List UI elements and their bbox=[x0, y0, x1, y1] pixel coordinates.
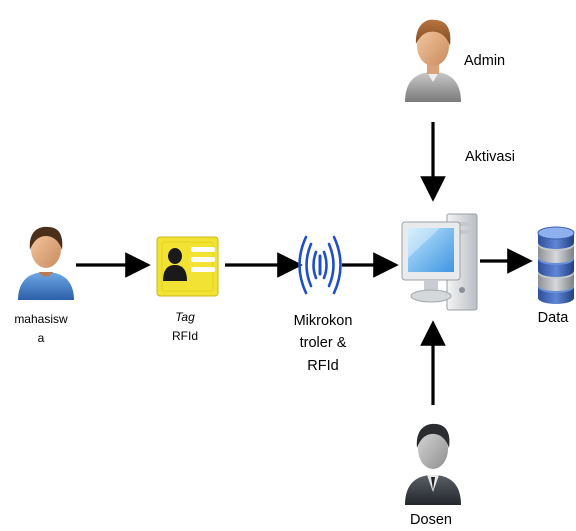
id-card-icon bbox=[156, 236, 219, 297]
database-icon bbox=[537, 226, 575, 304]
mahasiswa-label-line2: a bbox=[37, 331, 45, 346]
mikrokontroler-label-line1: Mikrokon bbox=[293, 313, 353, 329]
mikrokontroler-label-line2: troler & bbox=[299, 335, 347, 352]
mahasiswa-label-line1: mahasisw bbox=[14, 312, 68, 326]
lecturer-user-icon bbox=[405, 423, 461, 505]
admin-user-icon bbox=[405, 19, 461, 102]
aktivasi-edge-label: Aktivasi bbox=[465, 149, 515, 165]
data-label: Data bbox=[537, 310, 569, 326]
rfid-signal-icon bbox=[298, 235, 342, 295]
mikrokontroler-label: Mikrokon troler & RFId bbox=[268, 310, 378, 377]
student-user-icon bbox=[18, 226, 74, 300]
edges bbox=[76, 122, 533, 405]
tag-label-line2: RFId bbox=[171, 328, 198, 343]
mahasiswa-label: mahasisw a bbox=[8, 310, 74, 348]
desktop-computer-icon bbox=[401, 213, 478, 311]
dosen-label: Dosen bbox=[410, 512, 452, 528]
mikrokontroler-label-line3: RFId bbox=[307, 357, 339, 374]
admin-label: Admin bbox=[464, 53, 506, 69]
tag-label-italic: Tag bbox=[175, 310, 195, 324]
tag-rfid-label: Tag RFId bbox=[150, 308, 220, 345]
